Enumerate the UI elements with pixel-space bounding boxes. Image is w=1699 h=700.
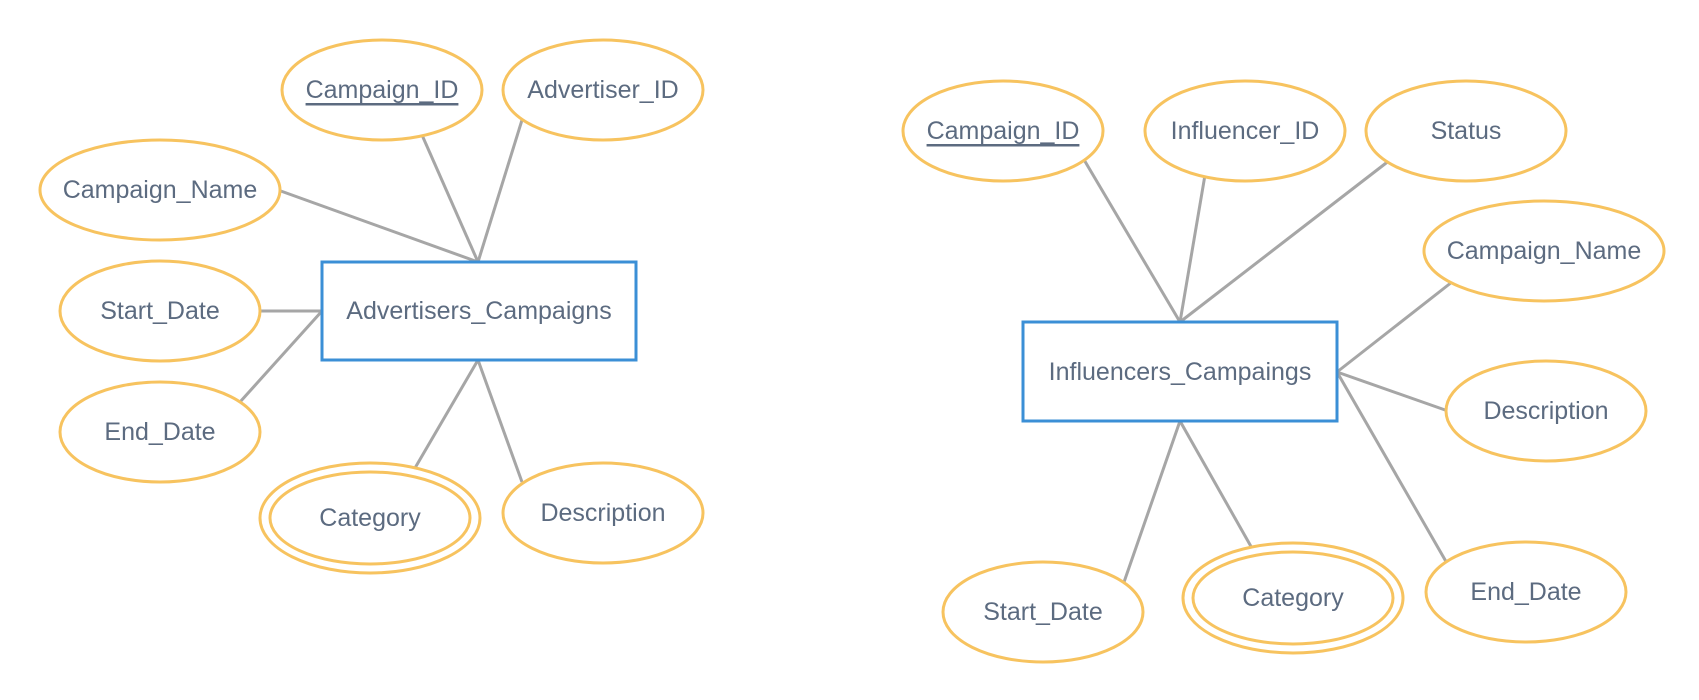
attribute-end-date[interactable]: End_Date xyxy=(58,380,262,484)
attribute-shape xyxy=(58,380,262,484)
attribute-start-date[interactable]: Start_Date xyxy=(58,259,262,363)
attribute-shape xyxy=(280,38,484,142)
attribute-label: Influencer_ID xyxy=(1171,117,1320,145)
attribute-shape xyxy=(501,461,705,565)
link-advertisers-end-date xyxy=(238,309,324,404)
link-advertisers-campaign-name xyxy=(277,188,479,264)
attribute-shape xyxy=(1424,540,1628,644)
attribute-end-date[interactable]: End_Date xyxy=(1424,540,1628,644)
link-advertisers-advertiser-id xyxy=(476,119,524,263)
entity-label-influencers-campaings: Influencers_Campaings xyxy=(1049,358,1312,386)
attribute-start-date[interactable]: Start_Date xyxy=(941,560,1145,664)
link-influencers-campaign-name xyxy=(1336,280,1453,374)
attribute-label: Status xyxy=(1431,117,1502,145)
link-influencers-start-date xyxy=(1121,420,1182,586)
attribute-shape xyxy=(1422,199,1666,303)
attribute-shape xyxy=(38,138,282,242)
attribute-label: Campaign_Name xyxy=(1447,237,1642,265)
attribute-label: End_Date xyxy=(104,418,215,446)
attribute-shape xyxy=(1364,79,1568,183)
entity-advertisers-campaigns[interactable] xyxy=(320,260,638,362)
attribute-shape xyxy=(901,79,1105,183)
attribute-shape xyxy=(1444,359,1648,463)
attribute-campaign-name[interactable]: Campaign_Name xyxy=(1422,199,1666,303)
attribute-label: Description xyxy=(540,499,665,527)
link-influencers-campaign-id xyxy=(1081,157,1182,323)
attribute-shape-inner xyxy=(268,470,472,566)
attribute-category-multivalued[interactable]: Category xyxy=(258,461,482,575)
attribute-shape xyxy=(501,38,705,142)
attribute-status[interactable]: Status xyxy=(1364,79,1568,183)
attribute-label: Start_Date xyxy=(100,297,220,325)
link-influencers-category xyxy=(1178,420,1255,551)
attribute-label: Campaign_Name xyxy=(63,176,258,204)
entity-influencers-campaings[interactable] xyxy=(1021,320,1339,423)
attribute-label: Campaign_ID xyxy=(927,117,1080,145)
attribute-label: Category xyxy=(1242,584,1344,612)
attribute-label: Description xyxy=(1483,397,1608,425)
attribute-campaign-id[interactable]: Campaign_ID xyxy=(901,79,1105,183)
entity-group-influencers-campaings: Influencers_Campaings Campaign_ID Influe… xyxy=(901,79,1666,664)
attribute-campaign-id[interactable]: Campaign_ID xyxy=(280,38,484,142)
attribute-shape xyxy=(1143,79,1347,183)
attribute-description[interactable]: Description xyxy=(501,461,705,565)
link-advertisers-category xyxy=(413,359,480,469)
attribute-advertiser-id[interactable]: Advertiser_ID xyxy=(501,38,705,142)
link-advertisers-description xyxy=(476,359,524,483)
entity-group-advertisers-campaigns: Advertisers_Campaigns Campaign_ID Advert… xyxy=(38,38,705,575)
attribute-shape xyxy=(58,259,262,363)
attribute-category-multivalued[interactable]: Category xyxy=(1181,541,1405,655)
attribute-label: Advertiser_ID xyxy=(527,76,678,104)
attribute-label: Campaign_ID xyxy=(306,76,459,104)
attribute-label: End_Date xyxy=(1470,578,1581,606)
attribute-label: Start_Date xyxy=(983,598,1103,626)
attribute-influencer-id[interactable]: Influencer_ID xyxy=(1143,79,1347,183)
attribute-shape-inner xyxy=(1191,550,1395,646)
attribute-label: Category xyxy=(319,504,421,532)
link-influencers-description xyxy=(1336,370,1449,413)
entity-label-advertisers-campaigns: Advertisers_Campaigns xyxy=(346,297,611,325)
attribute-description[interactable]: Description xyxy=(1444,359,1648,463)
link-influencers-influencer-id xyxy=(1178,174,1207,323)
attribute-campaign-name[interactable]: Campaign_Name xyxy=(38,138,282,242)
link-influencers-status xyxy=(1179,158,1391,324)
attribute-shape xyxy=(941,560,1145,664)
link-advertisers-campaign-id xyxy=(420,134,480,263)
link-influencers-end-date xyxy=(1335,371,1450,566)
